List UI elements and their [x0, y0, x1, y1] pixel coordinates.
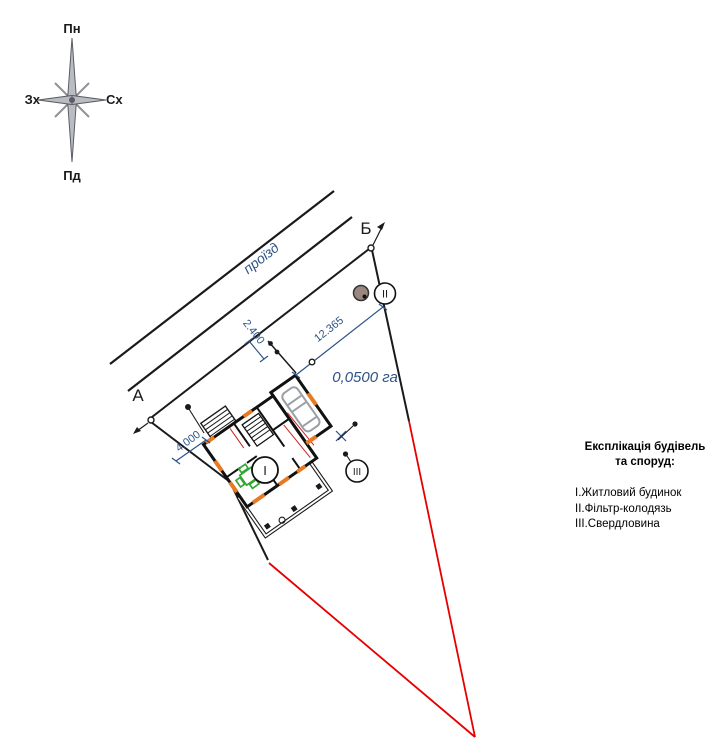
compass-label-north: Пн [63, 21, 80, 36]
marker-label-well: II [382, 289, 388, 301]
marker-label-house: I [263, 463, 267, 478]
corner-label-b: Б [360, 219, 371, 238]
windows [204, 392, 318, 505]
car [281, 386, 321, 433]
marker-circle-well [373, 282, 397, 305]
legend-title: Експлікація будівель та споруд: [575, 440, 715, 470]
legend-item-well: ІІ.Фільтр-колодязь [575, 502, 672, 515]
legend-item-house: І.Житловий будинок [575, 486, 682, 499]
road-edge-near [127, 216, 353, 392]
boundary-right-black [371, 249, 410, 422]
compass-east-spike [71, 94, 107, 106]
boundary-left-red [268, 562, 476, 738]
compass-center [69, 97, 75, 103]
dimension-node [308, 358, 316, 366]
compass-north-spike [66, 37, 78, 101]
compass-rose: Пн Пд Зх Сх [25, 21, 124, 183]
legend: Експлікація будівель та споруд: І.Житлов… [575, 440, 715, 533]
corner-point-a [147, 416, 155, 424]
road-edge-far [109, 190, 335, 365]
compass-label-east: Сх [106, 92, 123, 107]
compass-west-spike [37, 94, 73, 106]
compass-label-south: Пд [63, 168, 81, 183]
filter-well: II [352, 282, 397, 305]
corner-point-b [367, 244, 375, 252]
house-plan [199, 373, 334, 509]
house-marker: I [251, 456, 279, 484]
staircase [241, 412, 275, 448]
legend-title-line2: та споруд: [615, 455, 675, 468]
survey-point-west [185, 404, 205, 434]
boundary-right-red [408, 420, 476, 738]
parcel-boundary: А Б [132, 219, 476, 738]
compass-south-spike [66, 99, 78, 163]
borehole: III [337, 421, 369, 483]
boundary-front [151, 248, 370, 418]
interior-walls [225, 406, 302, 487]
terrace-post [278, 516, 286, 524]
area-label: 0,0500 га [332, 369, 398, 386]
marker-circle-borehole [345, 459, 369, 483]
marker-label-borehole: III [353, 467, 361, 478]
legend-item-borehole: ІІІ.Свердловина [575, 518, 660, 531]
entrance-path [267, 340, 297, 374]
corner-label-a: А [132, 386, 144, 405]
corner-arrow-a [133, 427, 141, 434]
well-symbol [352, 284, 370, 302]
compass-label-west: Зх [25, 92, 41, 107]
legend-items: І.Житловий будинок ІІ.Фільтр-колодязь ІІ… [575, 486, 715, 533]
corner-arrow-b [377, 222, 385, 230]
marker-circle-house [251, 456, 279, 484]
legend-title-line1: Експлікація будівель [584, 441, 706, 453]
